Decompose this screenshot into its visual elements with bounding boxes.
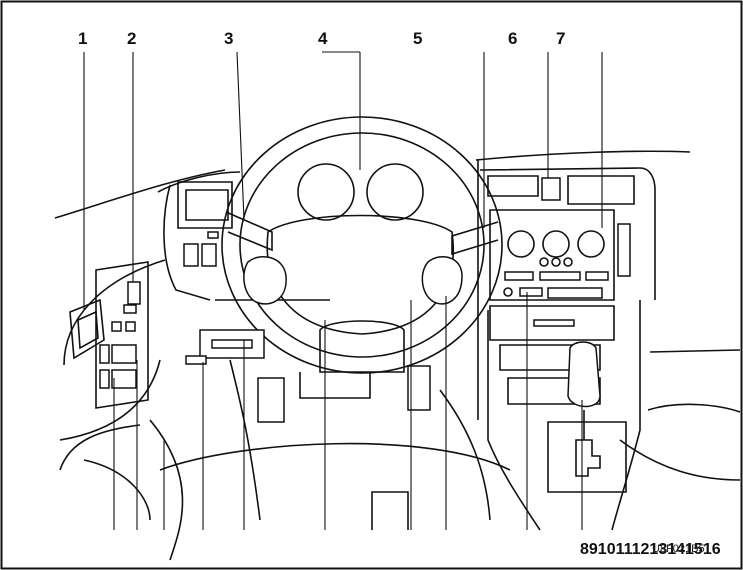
dashboard-outline bbox=[54, 150, 691, 441]
callout-6: 6 bbox=[508, 29, 517, 48]
callout-4: 4 bbox=[318, 29, 328, 48]
figure-code: U8F021B5 bbox=[652, 543, 705, 555]
bottom-leader-lines bbox=[113, 292, 583, 530]
callout-1: 1 bbox=[78, 29, 87, 48]
callout-5: 5 bbox=[413, 29, 422, 48]
callout-7: 7 bbox=[556, 29, 565, 48]
lower-cabin bbox=[59, 329, 741, 561]
center-console bbox=[477, 160, 741, 531]
top-leader-lines bbox=[83, 51, 603, 310]
callout-2: 2 bbox=[127, 29, 136, 48]
door-switch-panel bbox=[69, 261, 149, 409]
steering-wheel bbox=[221, 116, 503, 374]
callout-3: 3 bbox=[224, 29, 233, 48]
bottom-callouts: 8910111213141516 bbox=[580, 541, 721, 558]
